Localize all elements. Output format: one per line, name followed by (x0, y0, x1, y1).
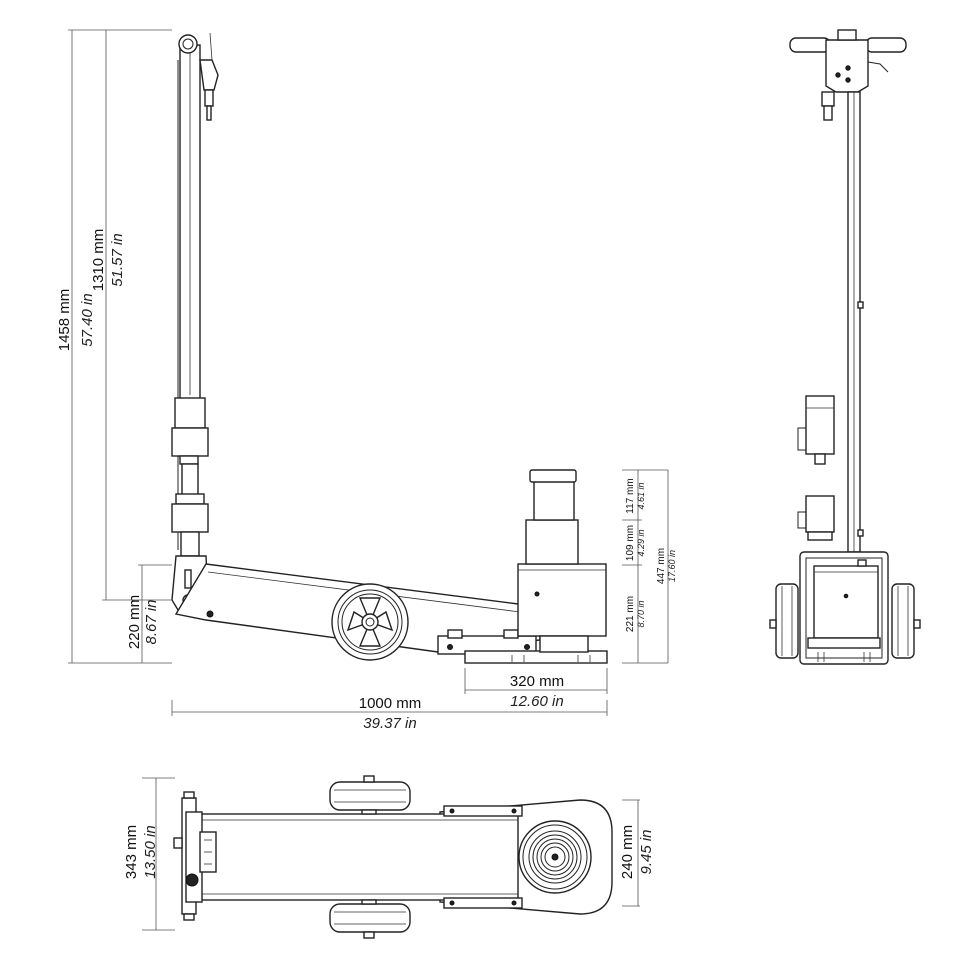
handle-height-in: 51.57 in (109, 233, 126, 286)
front-right-wheel (891, 583, 915, 659)
handle-height-mm: 1310 mm (90, 229, 107, 292)
chassis-height-mm: 220 mm (126, 595, 143, 649)
front-lower-bracket (805, 495, 835, 533)
side-dimensions (68, 29, 669, 716)
top-view (173, 775, 613, 939)
handle-grip (178, 34, 198, 54)
base-length-mm: 320 mm (510, 673, 564, 690)
side-view (171, 32, 608, 664)
front-cylinder (813, 565, 879, 639)
stage-1-mm: 117 mm (625, 478, 636, 513)
base-plate (464, 650, 608, 664)
front-view (769, 29, 921, 665)
ram-stage-1 (533, 479, 575, 521)
front-upper-bracket (805, 395, 835, 455)
total-height-mm: 1458 mm (56, 289, 73, 352)
stage-2-in: 4.29 in (636, 529, 646, 556)
stage-1-in: 4.61 in (636, 482, 646, 509)
overall-width-in: 13.50 in (142, 825, 159, 878)
top-chassis (195, 813, 519, 901)
overall-length-in: 39.37 in (363, 715, 416, 732)
overall-width-mm: 343 mm (123, 825, 140, 879)
ram-stage-2 (525, 519, 579, 565)
front-left-wheel (775, 583, 799, 659)
top-upper-wheel (329, 781, 411, 811)
lower-clamp (171, 503, 209, 533)
closed-height-mm: 221 mm (625, 596, 636, 632)
left-grip (789, 37, 831, 53)
air-valve (199, 59, 219, 91)
right-grip (865, 37, 907, 53)
saddle (529, 469, 577, 483)
base-length-in: 12.60 in (510, 693, 563, 710)
total-height-in: 57.40 in (79, 293, 96, 346)
stage-2-mm: 109 mm (625, 525, 636, 561)
top-lower-wheel (329, 903, 411, 933)
upper-clamp (171, 427, 209, 457)
top-dimensions (142, 777, 640, 931)
chassis-height-in: 8.67 in (143, 599, 160, 644)
overall-length-mm: 1000 mm (359, 695, 422, 712)
closed-height-in: 8.70 in (636, 600, 646, 627)
max-lift-in: 17.60 in (667, 550, 677, 582)
base-width-mm: 240 mm (619, 825, 636, 879)
base-width-in: 9.45 in (638, 829, 655, 874)
max-lift-mm: 447 mm (656, 548, 667, 584)
cylinder (517, 563, 607, 637)
